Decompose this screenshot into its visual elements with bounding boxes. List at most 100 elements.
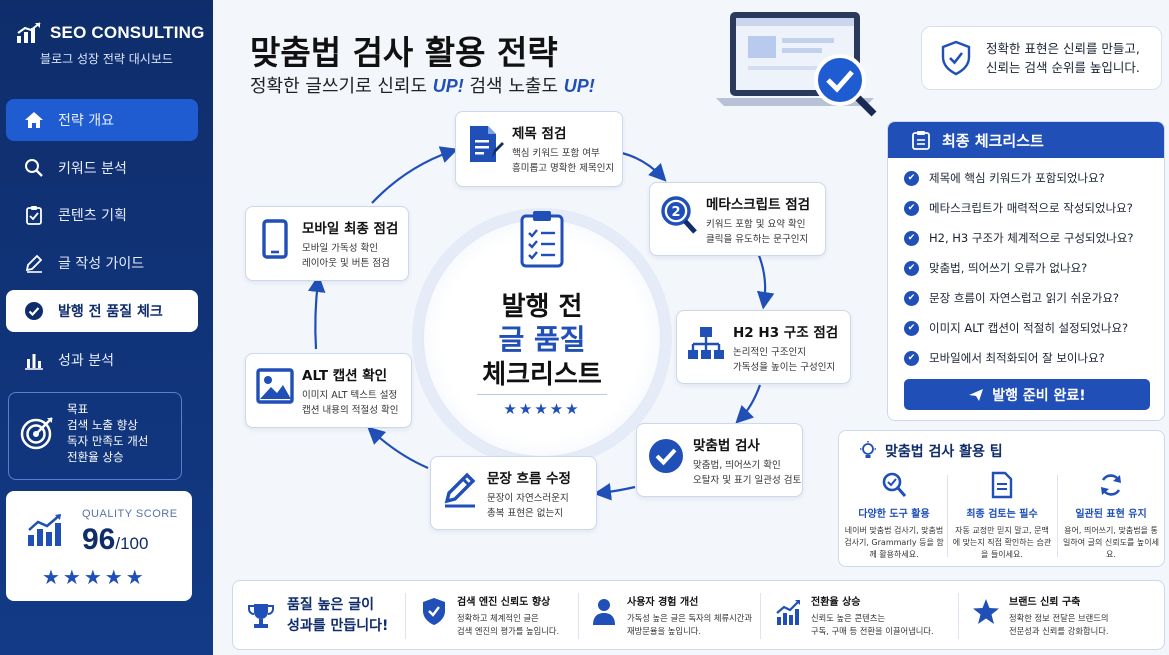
step-title: H2 H3 구조 점검 [733, 325, 839, 341]
tip-divider [947, 475, 948, 557]
check-icon: ✔ [904, 230, 919, 246]
growth-chart-icon [28, 514, 61, 546]
checklist-item[interactable]: ✔ H2, H3 구조가 체계적으로 구성되었나요? [904, 230, 1133, 246]
brand: SEO CONSULTING [16, 22, 205, 44]
subtitle-text: 정확한 글쓰기로 신뢰도 [250, 76, 433, 97]
cycle-arrow [307, 274, 326, 350]
sidebar-item-keyword[interactable]: 키워드 분석 [6, 147, 198, 189]
sidebar-item-writing-guide[interactable]: 글 작성 가이드 [6, 242, 198, 284]
benefit-title: 브랜드 신뢰 구축 [1009, 597, 1081, 608]
checklist-item-label: 메타스크립트가 매력적으로 작성되었나요? [929, 201, 1133, 215]
checklist-item[interactable]: ✔이미지 ALT 캡션이 적절히 설정되었나요? [904, 320, 1128, 336]
tip-item: 다양한 도구 활용 네이버 맞춤법 검사기, 맞춤법 검사기, Grammarl… [844, 471, 944, 561]
center-title-line3: 체크리스트 [482, 360, 602, 390]
score-number: 96 [82, 523, 116, 556]
magnifier-number-icon: 2 [661, 196, 697, 234]
sidebar-item-content[interactable]: 콘텐츠 기획 [6, 194, 198, 236]
clipboard-icon [912, 131, 930, 150]
send-icon [969, 388, 984, 401]
target-icon [20, 417, 53, 450]
sidebar-item-overview[interactable]: 전략 개요 [6, 99, 198, 141]
user-icon [593, 599, 615, 625]
sidebar-item-analytics[interactable]: 성과 분석 [6, 339, 198, 381]
sidebar-item-label: 전략 개요 [58, 113, 114, 129]
checklist-item-label: 맞춤법, 띄어쓰기 오류가 없나요? [929, 261, 1088, 275]
sidebar-item-label: 발행 전 품질 체크 [58, 304, 163, 320]
mobile-icon [262, 219, 288, 259]
check-icon: ✔ [904, 200, 919, 216]
step-desc-line: 흥미롭고 명확한 제목인지 [512, 163, 615, 174]
publish-ready-button[interactable]: 발행 준비 완료! [904, 379, 1150, 410]
quality-score-card: QUALITY SCORE 96/100 ★★★★★ [6, 491, 192, 601]
step-desc-line: 키워드 포함 및 요약 확인 [706, 219, 806, 230]
step-desc-line: 이미지 ALT 텍스트 설정 [302, 390, 398, 401]
step-desc-line: 클릭을 유도하는 문구인지 [706, 234, 809, 245]
benefit-desc-line: 가독성 높은 글은 독자의 체류시간과 [627, 613, 753, 623]
checklist-item[interactable]: ✔ 메타스크립트가 매력적으로 작성되었나요? [904, 200, 1133, 216]
center-stars: ★★★★★ [503, 400, 581, 418]
benefit-desc-line: 정확하고 체계적인 글은 [457, 613, 539, 623]
clipboard-checklist-icon [520, 211, 564, 268]
shield-check-icon [423, 598, 445, 625]
step-desc-line: 핵심 키워드 포함 여부 [512, 148, 600, 159]
brand-subtitle: 블로그 성장 전략 대시보드 [40, 52, 173, 66]
center-divider [477, 394, 607, 395]
goal-box: 목표 검색 노출 향상 독자 만족도 개선 전환율 상승 [8, 392, 182, 480]
image-icon [256, 368, 294, 404]
checklist-item[interactable]: ✔맞춤법, 띄어쓰기 오류가 없나요? [904, 260, 1087, 276]
step-title: 모바일 최종 점검 [302, 221, 399, 237]
trust-line: 정확한 표현은 신뢰를 만들고, [986, 41, 1140, 56]
benefit-desc-line: 재방문율을 높입니다. [627, 626, 701, 636]
checklist-item-label: 제목에 핵심 키워드가 포함되었나요? [929, 171, 1105, 185]
tip-title: 최종 검토는 필수 [966, 509, 1038, 520]
tip-desc: 네이버 맞춤법 검사기, 맞춤법 검사기, Grammarly 등을 함께 활용… [844, 526, 944, 559]
step-title: 맞춤법 검사 [693, 438, 760, 454]
step-desc-line: 가독성을 높이는 구성인지 [733, 362, 836, 373]
score-stars: ★★★★★ [42, 565, 147, 589]
tips-title: 맞춤법 검사 활용 팁 [885, 444, 1003, 460]
checklist-item[interactable]: ✔문장 흐름이 자연스럽고 읽기 쉬운가요? [904, 290, 1119, 306]
step-desc-line: 레이아웃 및 버튼 점검 [302, 258, 390, 269]
growth-chart-icon [17, 22, 41, 43]
check-circle-icon [25, 302, 43, 320]
document-edit-icon [470, 126, 504, 162]
bar-chart-icon [25, 354, 43, 370]
tip-desc: 용어, 띄어쓰기, 맞춤법을 통일하여 글의 신뢰도를 높이세요. [1063, 526, 1159, 559]
cycle-arrow [367, 426, 429, 470]
final-checklist-panel: 최종 체크리스트 ✔제목에 핵심 키워드가 포함되었나요? ✔메타스크립트가 매… [887, 121, 1165, 421]
goal-heading: 목표 [67, 402, 89, 416]
benefit-title: 사용자 경험 개선 [627, 597, 699, 608]
bottom-divider [578, 593, 579, 639]
step-desc-line: 오탈자 및 표기 일관성 검토 [693, 475, 802, 486]
star-icon [973, 599, 999, 624]
benefit-title: 검색 엔진 신뢰도 향상 [457, 597, 551, 608]
benefit-desc-line: 구독, 구매 등 전환을 이끌어냅니다. [811, 626, 934, 636]
step-desc-line: 문장이 자연스러운지 [487, 493, 569, 504]
step-desc-line: 캡션 내용의 적절성 확인 [302, 405, 399, 416]
benefit-desc-line: 정확한 정보 전달은 브랜드의 [1009, 613, 1109, 623]
trophy-icon [248, 604, 274, 628]
benefit-desc-line: 검색 엔진의 평가를 높입니다. [457, 626, 560, 636]
step-title: 문장 흐름 수정 [487, 471, 571, 487]
checklist-item[interactable]: ✔제목에 핵심 키워드가 포함되었나요? [904, 170, 1105, 186]
checklist-item-label: H2, H3 구조가 체계적으로 구성되었나요? [929, 231, 1134, 245]
checklist-item[interactable]: ✔모바일에서 최적화되어 잘 보이나요? [904, 350, 1105, 366]
sidebar-item-quality-check[interactable]: 발행 전 품질 체크 [6, 290, 198, 332]
sidebar: SEO CONSULTING 블로그 성장 전략 대시보드 전략 개요 키워드 … [0, 0, 213, 655]
cycle-arrow [593, 483, 636, 501]
shield-check-icon [941, 40, 971, 76]
